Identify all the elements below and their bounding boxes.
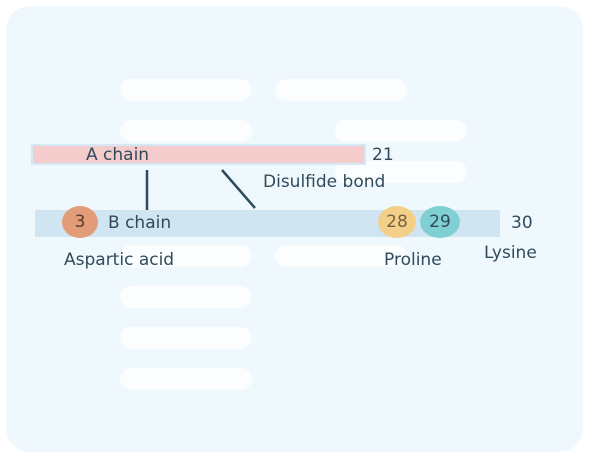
background-placeholder: [120, 245, 252, 267]
bond-line-diagonal: [221, 169, 256, 209]
residue-28-number: 28: [386, 211, 408, 232]
residue-28-name: Proline: [384, 250, 442, 270]
b-chain-end-number: 30: [511, 213, 533, 233]
residue-29-number: 29: [429, 211, 451, 232]
residue-3-marker: 3: [62, 206, 98, 238]
disulfide-bond-label: Disulfide bond: [263, 172, 386, 192]
background-placeholder: [335, 161, 467, 183]
a-chain-bar: [31, 144, 366, 165]
residue-28-marker: 28: [378, 206, 416, 238]
residue-29-marker: 29: [420, 206, 460, 238]
b-chain-label: B chain: [108, 213, 172, 233]
a-chain-end-number: 21: [372, 145, 394, 165]
background-placeholder: [120, 327, 252, 349]
background-placeholder: [120, 286, 252, 308]
background-placeholder: [120, 368, 252, 390]
a-chain-label: A chain: [86, 145, 150, 165]
background-placeholder: [335, 120, 467, 142]
residue-3-name: Aspartic acid: [64, 250, 175, 270]
background-placeholder: [120, 79, 252, 101]
background-placeholder: [275, 245, 407, 267]
background-placeholder: [275, 79, 407, 101]
residue-3-number: 3: [74, 211, 86, 232]
background-placeholder: [120, 120, 252, 142]
residue-29-name: Lysine: [484, 243, 537, 263]
